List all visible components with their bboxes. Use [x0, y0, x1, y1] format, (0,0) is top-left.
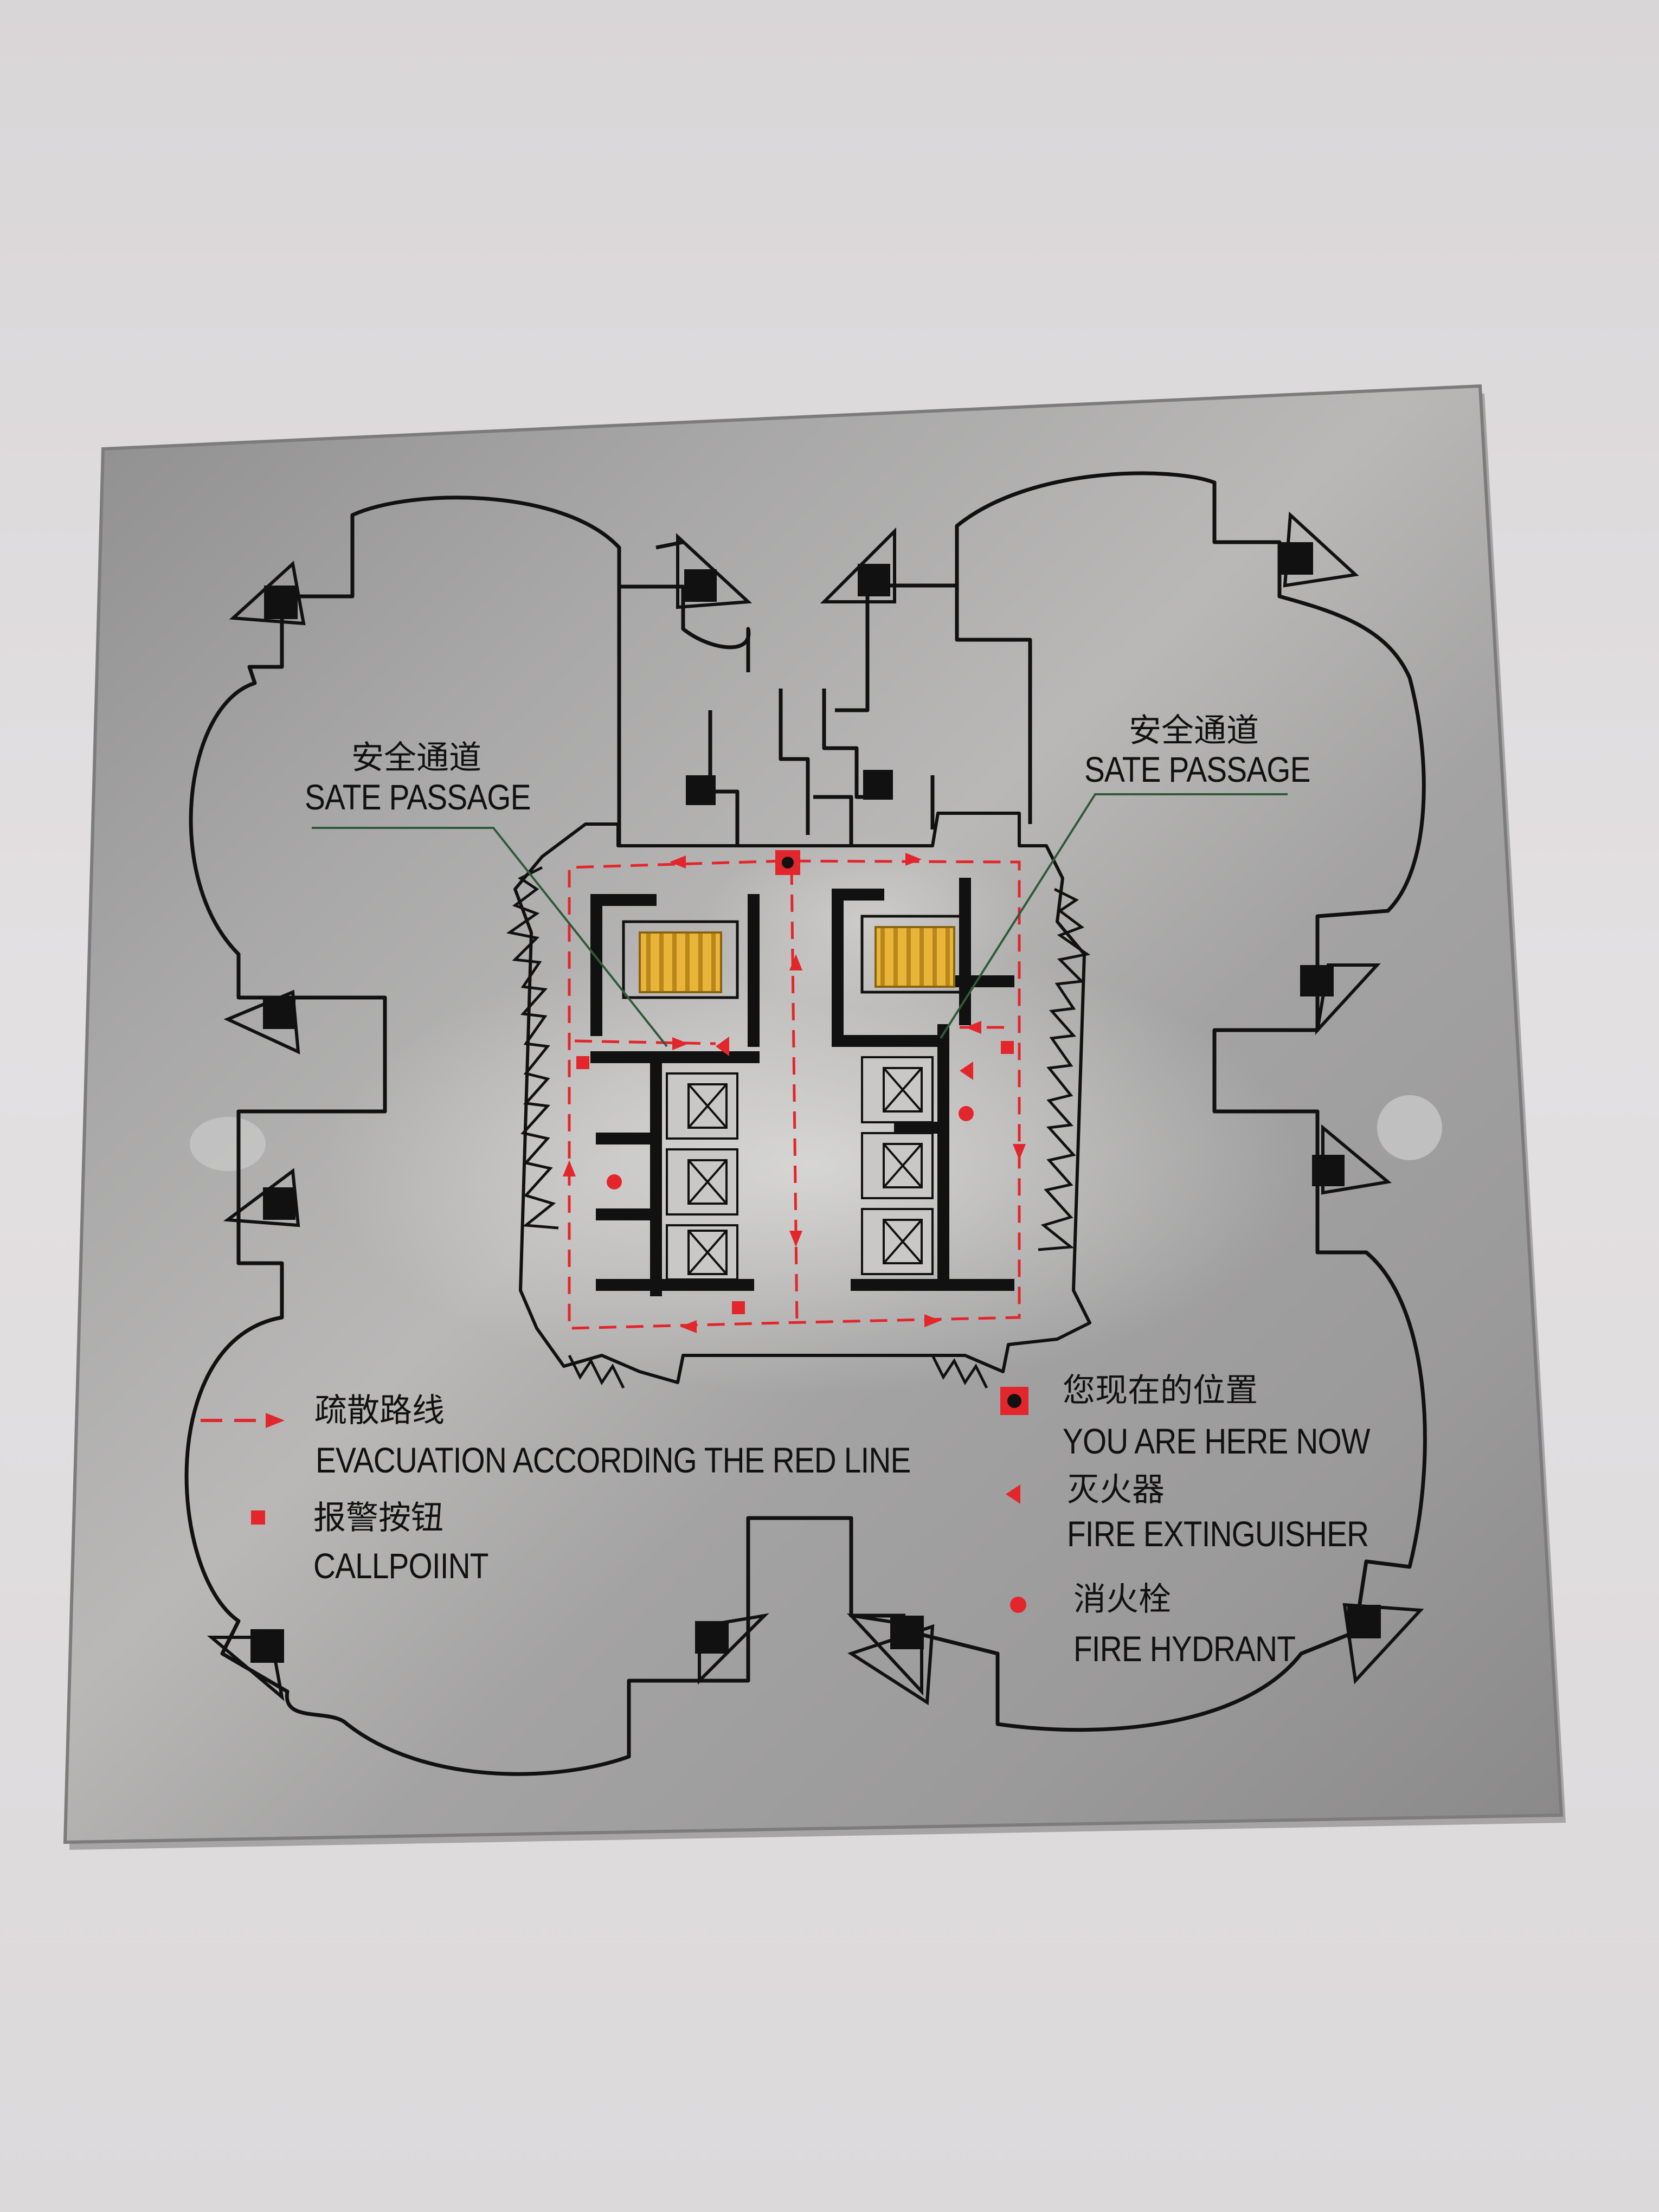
safe-passage-right-en: SATE PASSAGE — [1084, 749, 1310, 789]
evacuation-arrows — [563, 853, 1026, 1333]
legend-evacuation-arrow — [201, 1413, 285, 1428]
safe-passage-left-cn: 安全通道 — [351, 739, 481, 777]
legend-evacuation-cn: 疏散路线 — [314, 1392, 445, 1430]
core-fringe — [506, 866, 1091, 1389]
legend-hydrant-icon — [1010, 1597, 1026, 1613]
callpoint-icon — [576, 1041, 1014, 1314]
legend-callpoint-en: CALLPOIINT — [313, 1546, 488, 1586]
elevator-icon — [861, 1208, 934, 1275]
legend-hydrant-en: FIRE HYDRANT — [1073, 1629, 1296, 1669]
exit-doors — [250, 542, 1381, 1663]
legend-callpoint-icon — [251, 1510, 265, 1525]
fire-hydrant-icon — [607, 1106, 974, 1189]
safe-passage-right-cn: 安全通道 — [1129, 712, 1259, 750]
legend-you-are-here-icon — [1000, 1387, 1028, 1415]
stairs — [622, 915, 967, 999]
stairs-icon — [639, 931, 722, 993]
elevator-icon — [861, 1056, 934, 1123]
legend-extinguisher-cn: 灭火器 — [1067, 1471, 1165, 1509]
legend-you-are-here-cn: 您现在的位置 — [1063, 1372, 1258, 1410]
legend-hydrant-cn: 消火栓 — [1073, 1580, 1171, 1618]
elevator-icon — [666, 1072, 738, 1140]
legend-you-are-here-en: YOU ARE HERE NOW — [1063, 1421, 1370, 1461]
safe-passage-left-en: SATE PASSAGE — [305, 777, 531, 817]
elevator-icon — [861, 1132, 934, 1199]
elevator-icon — [666, 1224, 738, 1281]
core-walls — [590, 878, 1014, 1296]
legend-callpoint-cn: 报警按钮 — [313, 1499, 443, 1537]
elevators — [666, 1056, 934, 1281]
leader-lines — [312, 793, 1288, 1047]
elevator-icon — [666, 1148, 738, 1216]
stairs-icon — [874, 926, 955, 988]
legend-extinguisher-icon — [1006, 1484, 1020, 1504]
floor-plan — [184, 471, 1427, 1776]
fire-extinguisher-icon — [716, 1037, 973, 1080]
you-are-here-icon — [775, 850, 800, 875]
legend-evacuation-en: EVACUATION ACCORDING THE RED LINE — [316, 1440, 911, 1480]
legend-extinguisher-en: FIRE EXTINGUISHER — [1067, 1514, 1369, 1554]
